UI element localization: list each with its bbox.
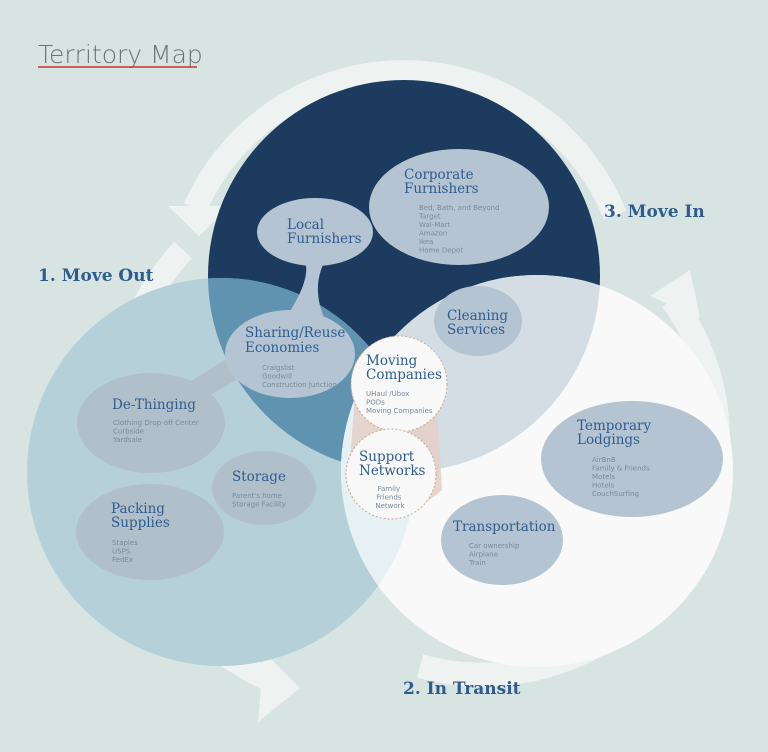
- corporate-items: Bed, Bath, and Beyond Target Wal-Mart Am…: [418, 204, 502, 255]
- dethinging-items: Clothing Drop-off Center Curbside Yardsa…: [112, 419, 201, 444]
- connector-local-sharing: [286, 250, 330, 322]
- sharing-reuse-bubble[interactable]: [225, 310, 355, 398]
- arrow-head-left: [258, 652, 300, 722]
- storage-bubble[interactable]: [212, 451, 316, 525]
- moving-title: Moving Companies: [366, 353, 442, 383]
- support-items: Family Friends Network: [375, 485, 405, 510]
- page-title: Territory Map: [38, 40, 203, 69]
- sharing-items: Craigslist Goodwill Construction Junctio…: [262, 364, 337, 389]
- stage-move-out: 1. Move Out: [38, 266, 154, 286]
- cleaning-services-bubble[interactable]: [434, 286, 522, 356]
- support-title: Support Networks: [359, 449, 426, 479]
- lodgings-title: Temporary Lodgings: [577, 418, 655, 448]
- transportation-bubble[interactable]: [441, 495, 563, 585]
- arrow-head-right: [650, 270, 700, 318]
- moving-items: UHaul /Ubox PODs Moving Companies: [366, 390, 433, 415]
- cleaning-title: Cleaning Services: [447, 308, 512, 338]
- stage-in-transit: 2. In Transit: [403, 679, 521, 699]
- packing-title: Packing Supplies: [111, 501, 170, 531]
- arrow-top: [184, 60, 627, 220]
- storage-items: Parent's home Storage Facility: [232, 492, 286, 509]
- packing-items: Staples USPS FedEx: [112, 539, 140, 564]
- support-networks-bubble[interactable]: [345, 428, 437, 520]
- sharing-title: Sharing/Reuse Economies: [245, 325, 350, 356]
- stage-move-in: 3. Move In: [604, 202, 705, 222]
- transportation-title: Transportation: [453, 519, 556, 535]
- local-title: Local Furnishers: [287, 217, 362, 247]
- local-furnishers-bubble[interactable]: [257, 198, 373, 266]
- lodgings-items: AirBnB Family & Friends Motels Hotels Co…: [592, 456, 652, 498]
- packing-supplies-bubble[interactable]: [76, 484, 224, 580]
- temporary-lodgings-bubble[interactable]: [541, 401, 723, 517]
- corporate-furnishers-bubble[interactable]: [369, 149, 549, 265]
- moving-companies-bubble[interactable]: [350, 335, 448, 433]
- arrow-heads: [168, 206, 700, 722]
- storage-title: Storage: [232, 469, 286, 485]
- dethinging-bubble[interactable]: [77, 373, 225, 473]
- transportation-items: Car ownership Airplane Train: [468, 542, 522, 567]
- dethinging-title: De-Thinging: [112, 397, 196, 413]
- arrow-head-top: [168, 206, 230, 236]
- corporate-title: Corporate Furnishers: [404, 167, 479, 197]
